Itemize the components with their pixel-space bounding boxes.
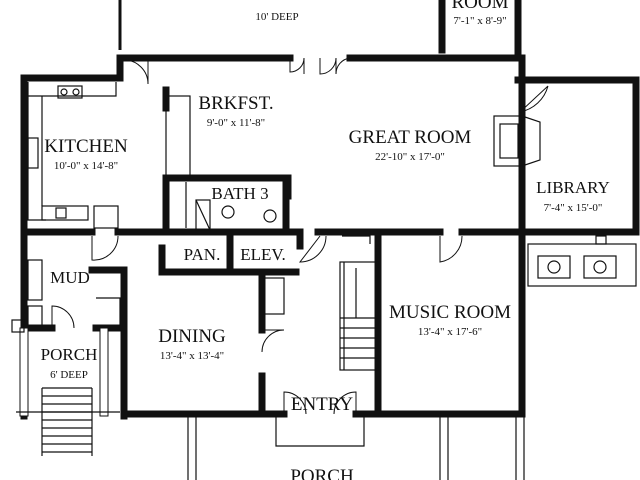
room-top-dim: 7'-1" x 8'-9" (453, 15, 506, 27)
library-dim: 7'-4" x 15'-0" (544, 202, 603, 214)
side-porch-grills (527, 235, 637, 287)
brkfst-window-bay (165, 95, 191, 179)
dining-name: DINING (158, 326, 226, 347)
kitchen-counters (27, 82, 119, 229)
staircase (339, 261, 379, 371)
brkfst-name: BRKFST. (198, 93, 273, 114)
pan-name: PAN. (184, 245, 221, 264)
porch-columns (16, 0, 525, 480)
porch-bottom-name: PORCH (290, 466, 354, 480)
porch-left-dim: 6' DEEP (50, 369, 88, 381)
brkfst-dim: 9'-0" x 11'-8" (207, 117, 265, 129)
library-name: LIBRARY (536, 178, 610, 197)
music-room-dim: 13'-4" x 17'-6" (418, 326, 482, 338)
mud-name: MUD (50, 268, 90, 287)
bath-fixtures (185, 182, 277, 231)
kitchen-name: KITCHEN (44, 136, 128, 157)
bath3-name: BATH 3 (211, 184, 268, 203)
elev-name: ELEV. (240, 245, 286, 264)
door-swings (51, 57, 549, 415)
great-room-dim: 22'-10" x 17'-0" (375, 151, 445, 163)
great-room-name: GREAT ROOM (349, 127, 472, 148)
porch-left-name: PORCH (41, 345, 98, 364)
fireplace (493, 115, 541, 167)
room-top-name: ROOM (451, 0, 508, 13)
porch-top-dim: 10' DEEP (255, 11, 298, 23)
kitchen-dim: 10'-0" x 14'-8" (54, 160, 118, 172)
entry-name: ENTRY (291, 394, 354, 415)
mud-fixtures (27, 259, 121, 327)
walls (20, 0, 640, 420)
detail-marks (11, 235, 371, 333)
room-labels: 10' DEEP ROOM 7'-1" x 8'-9" BRKFST. 9'-0… (41, 0, 610, 480)
music-room-name: MUSIC ROOM (389, 302, 511, 323)
dining-dim: 13'-4" x 13'-4" (160, 350, 224, 362)
